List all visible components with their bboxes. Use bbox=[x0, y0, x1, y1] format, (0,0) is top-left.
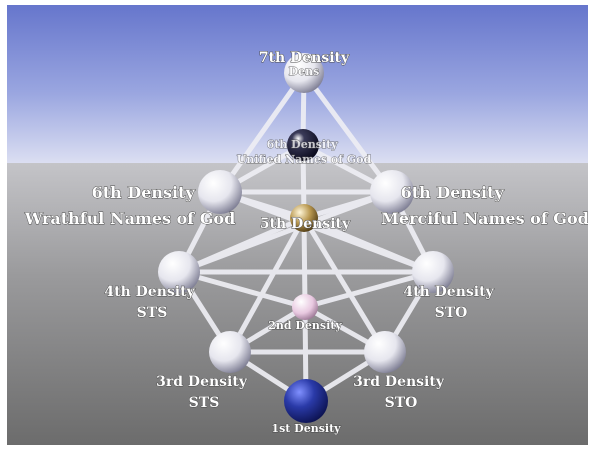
label-d6-left: 6th Density Wrathful Names of God bbox=[24, 183, 236, 228]
sphere-d6-left bbox=[198, 170, 242, 214]
sphere-d1 bbox=[284, 379, 328, 423]
density-labels: 7th Density Dens 6th Density Unified Nam… bbox=[23, 50, 588, 436]
beam-d5-d4r bbox=[301, 215, 436, 275]
sphere-d3-left bbox=[209, 331, 251, 373]
label-d1: 1st Density bbox=[271, 422, 341, 435]
beam-d5-d3l bbox=[227, 215, 307, 355]
sphere-d6-center bbox=[287, 129, 319, 161]
sphere-d3-right bbox=[364, 331, 406, 373]
beam-d5-d3r bbox=[301, 215, 388, 355]
sphere-d4-right bbox=[412, 251, 454, 293]
label-d4-right: 4th Density STO bbox=[403, 284, 498, 321]
sphere-d6-right bbox=[370, 170, 414, 214]
beam-d7-d6l bbox=[217, 70, 307, 195]
label-d7: 7th Density bbox=[259, 50, 350, 66]
beam-d4l-d2 bbox=[176, 269, 308, 310]
label-d3-left: 3rd Density STS bbox=[156, 374, 252, 411]
label-d7-ghost: Dens bbox=[289, 65, 320, 78]
label-d4-left: 4th Density STS bbox=[104, 284, 199, 321]
beam-d5-d4l bbox=[176, 215, 307, 275]
diagram-canvas: 7th Density Dens 6th Density Unified Nam… bbox=[7, 5, 588, 445]
label-d6-right: 6th Density Merciful Names of God bbox=[381, 183, 588, 228]
sphere-d7 bbox=[284, 53, 324, 93]
density-spheres bbox=[158, 53, 454, 423]
beam-d7-d6r bbox=[301, 70, 395, 195]
label-d6-center: 6th Density Unified Names of God bbox=[237, 138, 372, 166]
label-d5: 5th Density bbox=[260, 216, 351, 232]
label-d2: 2nd Density bbox=[268, 319, 342, 332]
sphere-d2 bbox=[292, 294, 318, 320]
beam-d4r-d2 bbox=[302, 269, 436, 310]
sphere-d4-left bbox=[158, 251, 200, 293]
label-d3-right: 3rd Density STO bbox=[353, 374, 449, 411]
density-diagram: 7th Density Dens 6th Density Unified Nam… bbox=[7, 5, 588, 445]
beam-d5-d2 bbox=[301, 215, 308, 310]
sphere-d5 bbox=[290, 204, 318, 232]
